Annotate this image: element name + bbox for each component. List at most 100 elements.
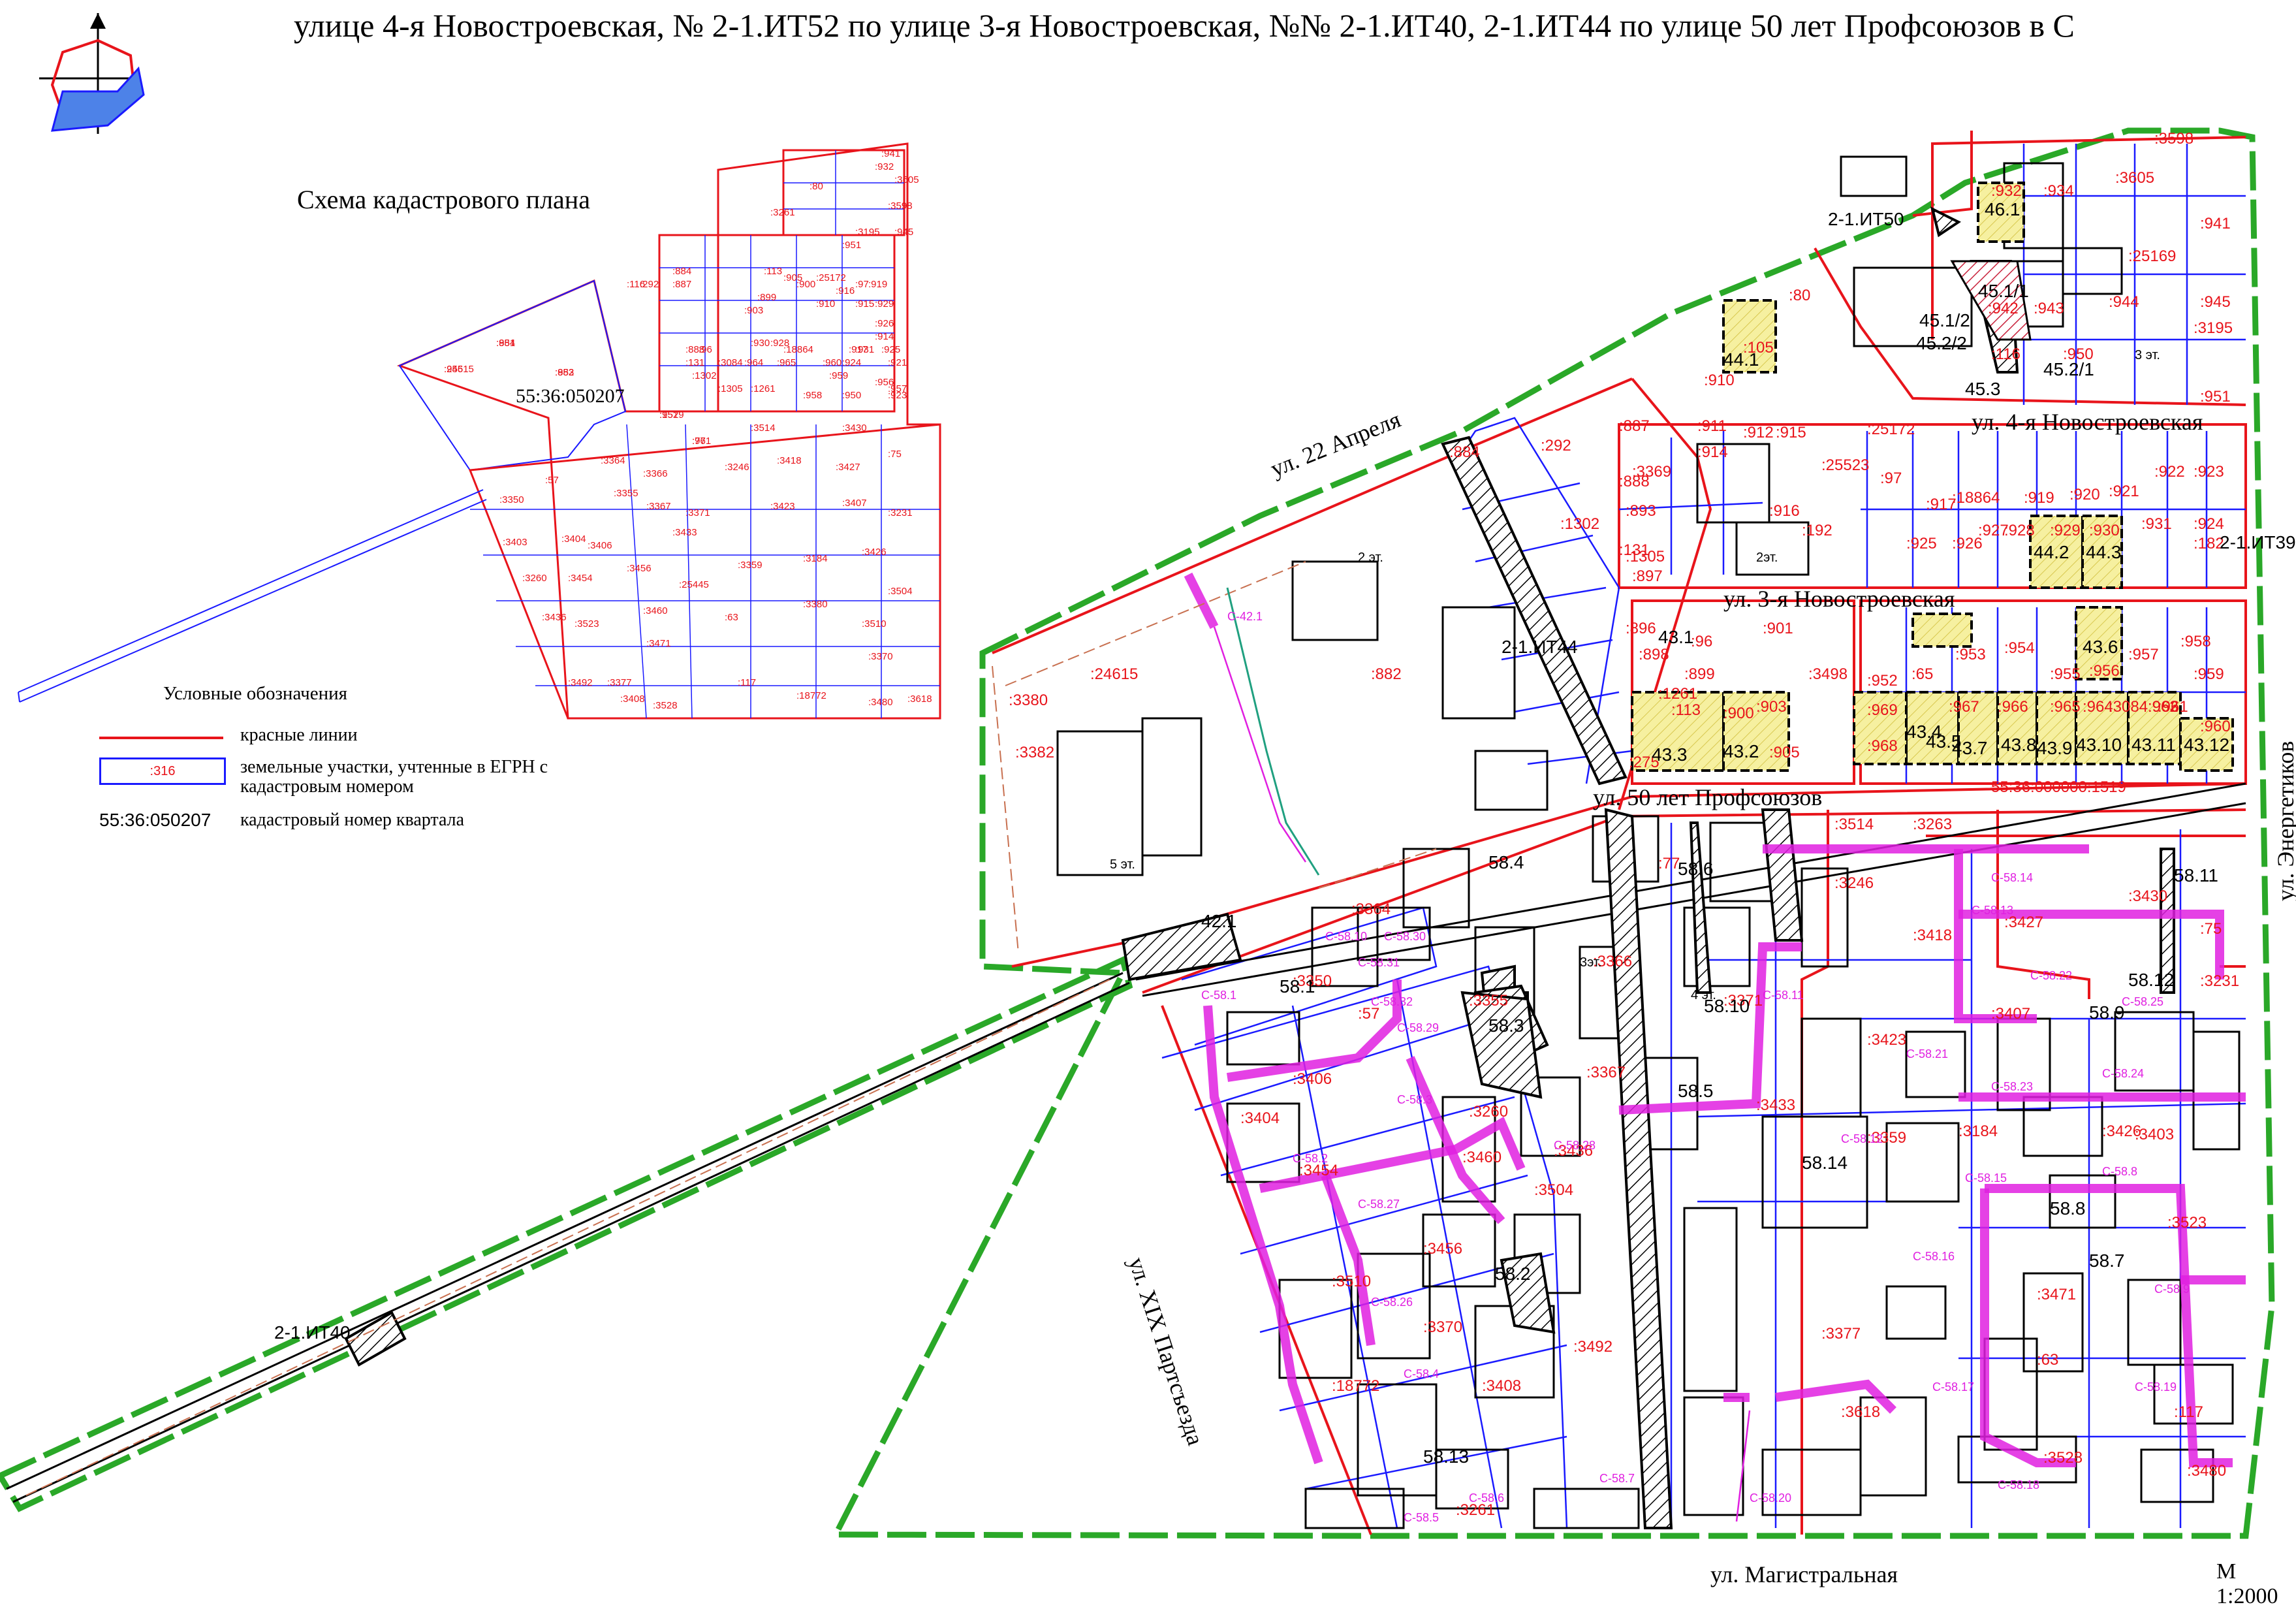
parcel-label: :3184 <box>1958 1123 1998 1140</box>
parcel-label: :3427 <box>2004 914 2043 931</box>
utility-label: С-58.14 <box>1991 871 2033 884</box>
inset-parcel-label: :3471 <box>646 638 671 649</box>
object-label: 43.4 <box>1906 722 1942 742</box>
inset-parcel-label: :117 <box>738 677 756 688</box>
parcel-label: :1305 <box>1626 548 1665 566</box>
parcel-label: :969 <box>1867 701 1898 719</box>
floor-label: 3 эт. <box>2135 348 2160 362</box>
object-label: 58.14 <box>1802 1153 1848 1173</box>
inset-parcel-label: :3407 <box>842 498 867 509</box>
inset-parcel-label: :3433 <box>672 527 697 538</box>
utility-label: С-58.1 <box>1201 989 1236 1002</box>
inset-parcel-label: :18864 <box>783 344 813 355</box>
inset-parcel-label: :905 <box>783 272 802 283</box>
parcel-label: :931 <box>2141 515 2172 533</box>
inset-parcel-label: :956 <box>875 377 894 388</box>
inset-parcel-label: :950 <box>842 390 861 401</box>
inset-parcel-label: :3260 <box>522 573 547 584</box>
parcel-label: :105 <box>1743 339 1774 357</box>
parcel-label: :919 <box>2024 489 2054 507</box>
inset-parcel-label: :932 <box>875 161 894 172</box>
parcel-label: :24615 <box>1090 665 1138 683</box>
inset-parcel-label: :3246 <box>725 462 749 473</box>
inset-parcel-label: :1305 <box>718 383 743 394</box>
object-label: 45.1/2 <box>1919 310 1970 330</box>
parcel-label: :966 <box>1998 698 2028 716</box>
parcel-label: :953 <box>1955 646 1986 663</box>
parcel-label: :921 <box>2109 483 2139 500</box>
inset-parcel-label: :3355 <box>614 488 638 499</box>
parcel-label: :75 <box>2200 920 2222 938</box>
object-label: 43.11 <box>2131 735 2176 755</box>
parcel-label: :912 <box>1743 424 1774 441</box>
inset-parcel-label: :3366 <box>643 468 668 479</box>
inset-parcel-label: :903 <box>744 305 763 316</box>
legend-quarter-label: кадастровый номер квартала <box>240 810 465 830</box>
parcel-label: :116 <box>1991 345 2021 363</box>
parcel-label: :900 <box>1723 705 1754 722</box>
map-title: улице 4-я Новостроевская, № 2-1.ИТ52 по … <box>294 7 2075 44</box>
red-hatched-object <box>1950 260 2032 341</box>
parcel-label: :905 <box>1769 744 1800 761</box>
inset-parcel-label: :955 <box>444 364 463 375</box>
inset-parcel-label: :959 <box>829 370 848 381</box>
parcel-label: :3498 <box>1808 665 1848 683</box>
inset-parcel-label: :960 <box>823 357 841 368</box>
parcel-label: :97 <box>1880 470 1902 487</box>
object-label: 45.2/2 <box>1916 333 1967 353</box>
inset-parcel-label: :18772 <box>796 690 826 701</box>
object-label: 58.12 <box>2128 970 2174 990</box>
object-label: 2-1.ИТ44 <box>1502 637 1578 657</box>
inset-parcel-label: :882 <box>555 367 574 378</box>
legend-quarter-sample: 55:36:050207 <box>99 810 212 830</box>
utility-label: С-58.6 <box>1469 1491 1504 1505</box>
floor-label: 2эт. <box>1756 550 1778 565</box>
parcel-label: :3403 <box>2135 1126 2174 1143</box>
inset-parcel-label: :3404 <box>561 534 586 545</box>
object-label: 44.3 <box>2086 542 2122 562</box>
utility-label: С-58.15 <box>1965 1171 2007 1185</box>
inset-parcel-label: :3436 <box>542 612 567 623</box>
parcel-label: :25172 <box>1867 421 1915 438</box>
utility-label: С-58.30 <box>1384 930 1426 943</box>
inset-parcel-label: :941 <box>881 148 900 159</box>
parcel-label: :924 <box>2194 515 2224 533</box>
parcel-label: :925 <box>1906 535 1937 552</box>
inset-parcel-label: :3377 <box>607 677 632 688</box>
parcel-label: :3418 <box>1913 927 1952 944</box>
parcel-label: :182 <box>2194 535 2224 552</box>
water-line <box>1226 587 1320 876</box>
inset-map <box>18 142 941 720</box>
object-label: 58.11 <box>2174 865 2218 885</box>
parcel-label: :920 <box>2069 486 2100 503</box>
inset-parcel-label: :3427 <box>836 462 860 473</box>
floor-label: 4 эт. <box>1691 988 1716 1002</box>
inset-parcel-label: :3514 <box>751 422 776 434</box>
inset-parcel-label: :1519 <box>659 409 684 421</box>
utility-label: С-58.22 <box>2030 969 2072 982</box>
parcel-label: :914 <box>1697 443 1728 461</box>
parcel-label: :3367 <box>1586 1064 1626 1081</box>
utility-label: С-58.25 <box>2122 995 2163 1008</box>
parcel-label: :3369 <box>1632 463 1671 481</box>
inset-parcel-label: :884 <box>672 266 691 277</box>
inset-parcel-label: :131 <box>685 357 704 368</box>
inset-parcel-label: :75 <box>888 449 902 460</box>
inset-parcel-label: :24615 <box>444 364 474 375</box>
hatched-objects <box>344 206 2175 1529</box>
parcel-label: :929 <box>2050 522 2081 539</box>
parcel-label: :3382 <box>1015 744 1054 761</box>
parcel-label: :903 <box>1756 698 1787 716</box>
parcel-label: :961 <box>2158 698 2188 716</box>
utility-label: С-58.21 <box>1906 1047 1948 1060</box>
inset-parcel-label: :3454 <box>568 573 593 584</box>
inset-parcel-label: :3456 <box>627 563 652 574</box>
utility-label: С-58.32 <box>1371 995 1413 1008</box>
object-label: 2-1.ИТ39 <box>2220 532 2296 552</box>
object-label: 58.2 <box>1495 1264 1531 1284</box>
inset-parcel-label: :887 <box>672 279 691 290</box>
parcel-label: :917 <box>1926 496 1957 513</box>
street-magistralnaya: ул. Магистральная <box>1710 1561 1898 1587</box>
parcel-label: :884 <box>1449 443 1480 461</box>
inset-parcel-label: :3418 <box>777 455 802 466</box>
